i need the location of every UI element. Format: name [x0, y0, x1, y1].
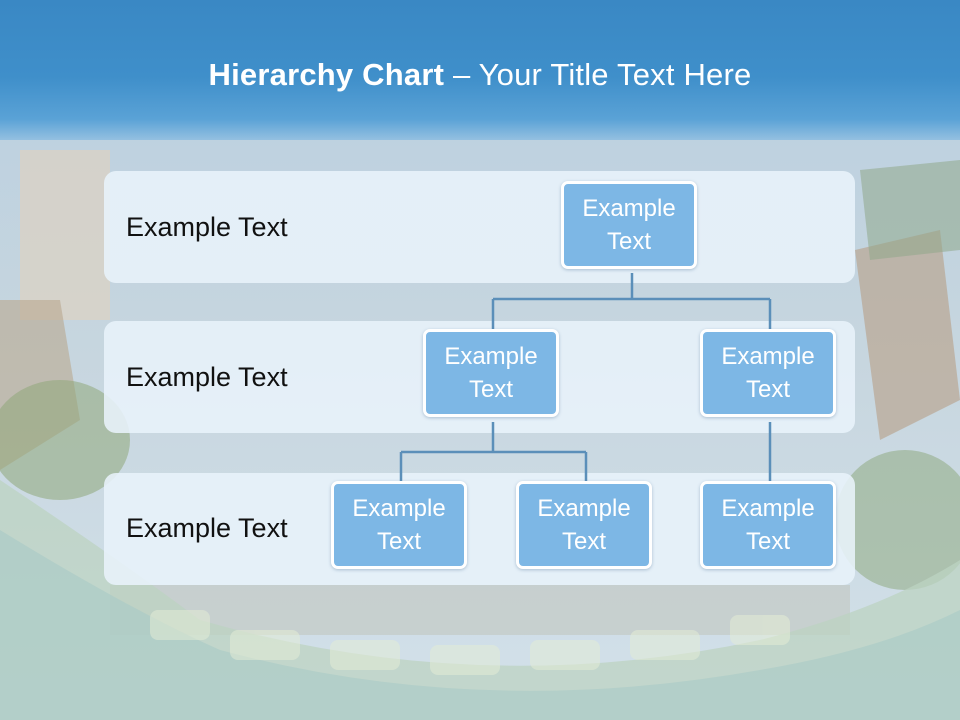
- node-root: Example Text: [561, 181, 697, 269]
- level-label-1: Example Text: [126, 212, 288, 242]
- level-label-2: Example Text: [126, 362, 288, 392]
- node-level3-2: Example Text: [516, 481, 652, 569]
- title-subtitle: Your Title Text Here: [478, 57, 752, 92]
- node-level3-1: Example Text: [331, 481, 467, 569]
- level-band-1: [104, 171, 855, 283]
- node-level2-right-label: Example Text: [721, 343, 815, 403]
- node-level3-3-label: Example Text: [721, 495, 815, 555]
- node-level2-left: Example Text: [423, 329, 559, 417]
- level-label-3: Example Text: [126, 513, 288, 543]
- node-level3-3: Example Text: [700, 481, 836, 569]
- node-level2-left-label: Example Text: [444, 343, 538, 403]
- title-separator: –: [444, 57, 479, 92]
- header-band: [0, 0, 960, 140]
- title-bold: Hierarchy Chart: [208, 57, 445, 92]
- slide-title: Hierarchy Chart – Your Title Text Here: [0, 52, 960, 98]
- node-level3-1-label: Example Text: [352, 495, 446, 555]
- node-level3-2-label: Example Text: [537, 495, 631, 555]
- node-root-label: Example Text: [582, 195, 676, 255]
- node-level2-right: Example Text: [700, 329, 836, 417]
